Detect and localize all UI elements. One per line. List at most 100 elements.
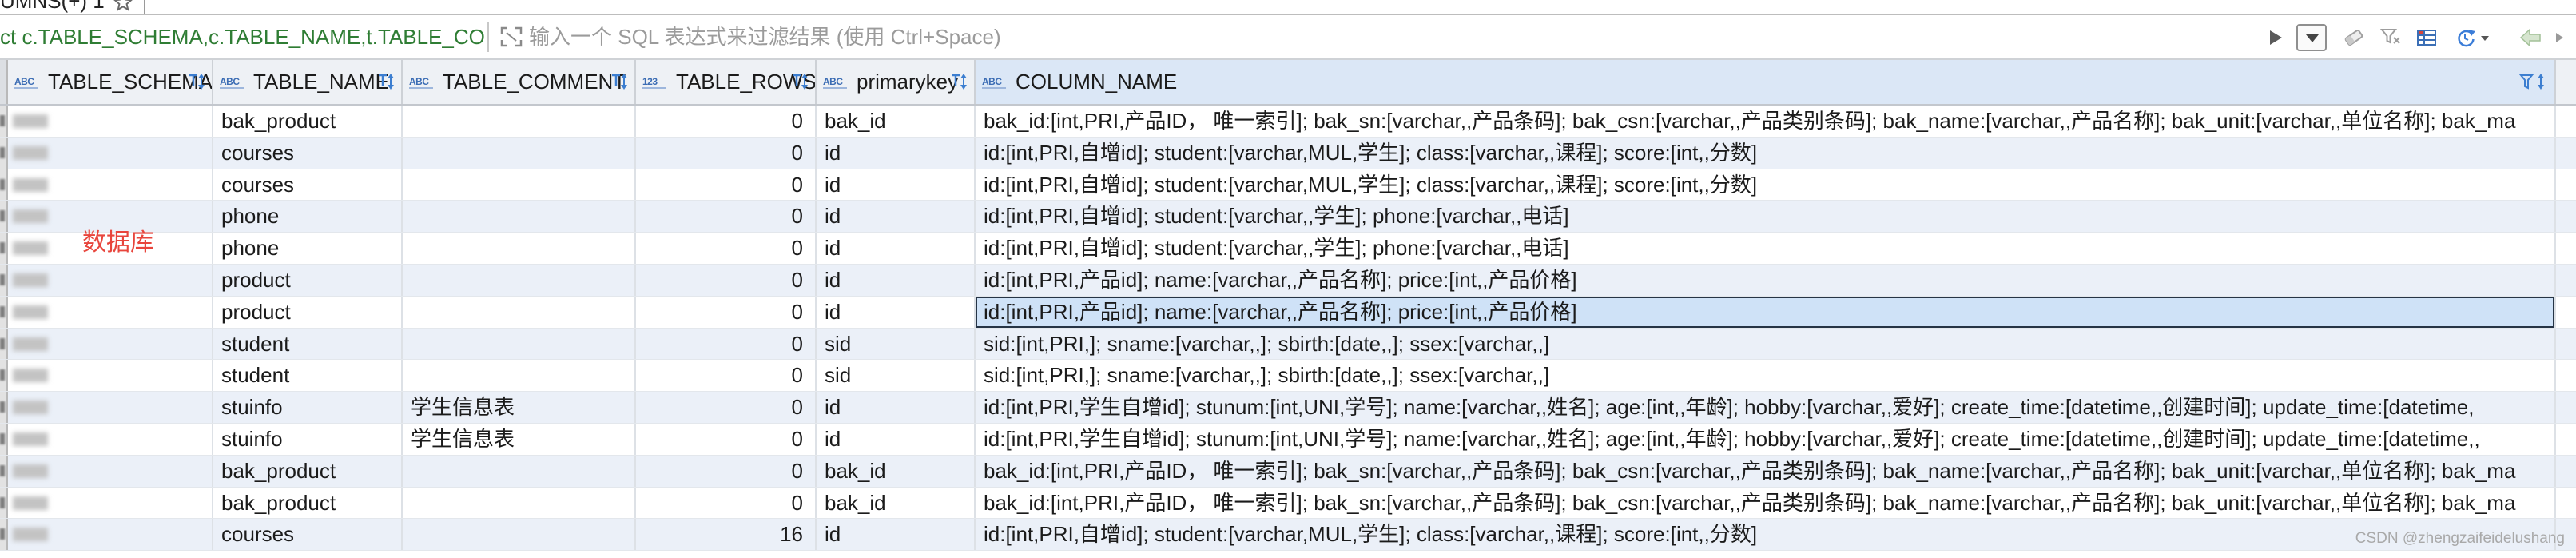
- cell-column-name[interactable]: id:[int,PRI,自增id]; student:[varchar,MUL,…: [976, 137, 2556, 169]
- cell-table-rows[interactable]: 0: [636, 423, 817, 455]
- expand-icon[interactable]: [500, 26, 523, 47]
- cell-table-name[interactable]: bak_product: [213, 487, 403, 519]
- cell-table-comment[interactable]: [403, 328, 636, 360]
- cell-table-name[interactable]: stuinfo: [213, 392, 403, 423]
- cell-table-comment[interactable]: [403, 169, 636, 201]
- eraser-icon[interactable]: [2343, 27, 2364, 48]
- cell-column-name[interactable]: id:[int,PRI,自增id]; student:[varchar,,学生]…: [976, 201, 2556, 233]
- cell-table-rows[interactable]: 0: [636, 201, 817, 233]
- cell-table-name[interactable]: phone: [213, 233, 403, 264]
- filter-clear-icon[interactable]: [2380, 27, 2401, 46]
- play-icon[interactable]: [2268, 28, 2284, 47]
- back-arrow-icon[interactable]: [2518, 27, 2542, 48]
- star-outline-icon[interactable]: [113, 0, 133, 12]
- cell-column-name[interactable]: id:[int,PRI,自增id]; student:[varchar,,学生]…: [976, 233, 2556, 264]
- cell-column-name[interactable]: bak_id:[int,PRI,产品ID， 唯一索引]; bak_sn:[var…: [976, 106, 2556, 137]
- cell-table-name[interactable]: courses: [213, 137, 403, 169]
- row-number-cell[interactable]: [0, 519, 8, 551]
- cell-table-rows[interactable]: 16: [636, 519, 817, 551]
- cell-table-rows[interactable]: 0: [636, 169, 817, 201]
- sort-filter-icon[interactable]: [188, 72, 207, 91]
- cell-column-name[interactable]: sid:[int,PRI,]; sname:[varchar,,]; sbirt…: [976, 328, 2556, 360]
- chevron-down-icon[interactable]: [2480, 34, 2490, 42]
- cell-table-comment[interactable]: [403, 201, 636, 233]
- cell-table-schema[interactable]: [8, 423, 213, 455]
- column-header-table-name[interactable]: ABC TABLE_NAME: [213, 60, 403, 104]
- cell-primarykey[interactable]: id: [817, 392, 976, 423]
- cell-primarykey[interactable]: bak_id: [817, 487, 976, 519]
- filter-history-dropdown[interactable]: [2296, 24, 2327, 51]
- cell-table-schema[interactable]: [8, 106, 213, 137]
- cell-primarykey[interactable]: sid: [817, 328, 976, 360]
- cell-table-comment[interactable]: [403, 106, 636, 137]
- cell-table-comment[interactable]: 学生信息表: [403, 392, 636, 423]
- row-number-cell[interactable]: [0, 137, 8, 169]
- cell-table-comment[interactable]: [403, 360, 636, 392]
- row-number-cell[interactable]: [0, 392, 8, 423]
- row-number-cell[interactable]: [0, 233, 8, 264]
- query-combo-text[interactable]: ct c.TABLE_SCHEMA,c.TABLE_NAME,t.TABLE_C…: [0, 25, 486, 49]
- sort-filter-icon[interactable]: [377, 72, 396, 91]
- cell-column-name[interactable]: bak_id:[int,PRI,产品ID， 唯一索引]; bak_sn:[var…: [976, 487, 2556, 519]
- cell-table-name[interactable]: bak_product: [213, 455, 403, 487]
- cell-column-name[interactable]: sid:[int,PRI,]; sname:[varchar,,]; sbirt…: [976, 360, 2556, 392]
- cell-table-rows[interactable]: 0: [636, 392, 817, 423]
- cell-column-name[interactable]: id:[int,PRI,学生自增id]; stunum:[int,UNI,学号]…: [976, 392, 2556, 423]
- row-number-cell[interactable]: [0, 106, 8, 137]
- cell-table-name[interactable]: phone: [213, 201, 403, 233]
- cell-table-name[interactable]: student: [213, 360, 403, 392]
- filter-expression-input[interactable]: [529, 20, 2255, 54]
- cell-table-name[interactable]: student: [213, 328, 403, 360]
- cell-table-schema[interactable]: [8, 519, 213, 551]
- cell-primarykey[interactable]: id: [817, 296, 976, 328]
- column-header-table-comment[interactable]: ABC TABLE_COMMENT: [403, 60, 636, 104]
- sort-filter-icon[interactable]: [2519, 72, 2548, 91]
- cell-primarykey[interactable]: bak_id: [817, 455, 976, 487]
- cell-primarykey[interactable]: id: [817, 201, 976, 233]
- cell-table-schema[interactable]: [8, 392, 213, 423]
- row-number-cell[interactable]: [0, 169, 8, 201]
- cell-table-name[interactable]: courses: [213, 169, 403, 201]
- cell-table-comment[interactable]: [403, 519, 636, 551]
- cell-table-comment[interactable]: [403, 233, 636, 264]
- cell-table-name[interactable]: product: [213, 296, 403, 328]
- cell-table-schema[interactable]: [8, 169, 213, 201]
- row-number-cell[interactable]: [0, 455, 8, 487]
- cell-table-comment[interactable]: 学生信息表: [403, 423, 636, 455]
- cell-column-name[interactable]: id:[int,PRI,产品id]; name:[varchar,,产品名称];…: [976, 296, 2556, 328]
- cell-table-name[interactable]: bak_product: [213, 106, 403, 137]
- cell-primarykey[interactable]: id: [817, 169, 976, 201]
- cell-primarykey[interactable]: id: [817, 137, 976, 169]
- cell-column-name[interactable]: id:[int,PRI,自增id]; student:[varchar,MUL,…: [976, 169, 2556, 201]
- forward-arrow-icon[interactable]: [2554, 30, 2565, 46]
- sort-filter-icon[interactable]: [791, 72, 810, 91]
- column-header-table-rows[interactable]: 123 TABLE_ROWS: [636, 60, 817, 104]
- cell-table-comment[interactable]: [403, 264, 636, 296]
- cell-column-name[interactable]: id:[int,PRI,产品id]; name:[varchar,,产品名称];…: [976, 264, 2556, 296]
- cell-table-schema[interactable]: [8, 487, 213, 519]
- sort-filter-icon[interactable]: [610, 72, 630, 91]
- cell-column-name[interactable]: id:[int,PRI,自增id]; student:[varchar,MUL,…: [976, 519, 2556, 551]
- cell-table-name[interactable]: product: [213, 264, 403, 296]
- cell-table-schema[interactable]: [8, 233, 213, 264]
- row-number-cell[interactable]: [0, 201, 8, 233]
- row-number-header[interactable]: [0, 60, 8, 104]
- row-number-cell[interactable]: [0, 487, 8, 519]
- row-number-cell[interactable]: [0, 328, 8, 360]
- row-number-cell[interactable]: [0, 264, 8, 296]
- cell-primarykey[interactable]: id: [817, 423, 976, 455]
- cell-table-name[interactable]: courses: [213, 519, 403, 551]
